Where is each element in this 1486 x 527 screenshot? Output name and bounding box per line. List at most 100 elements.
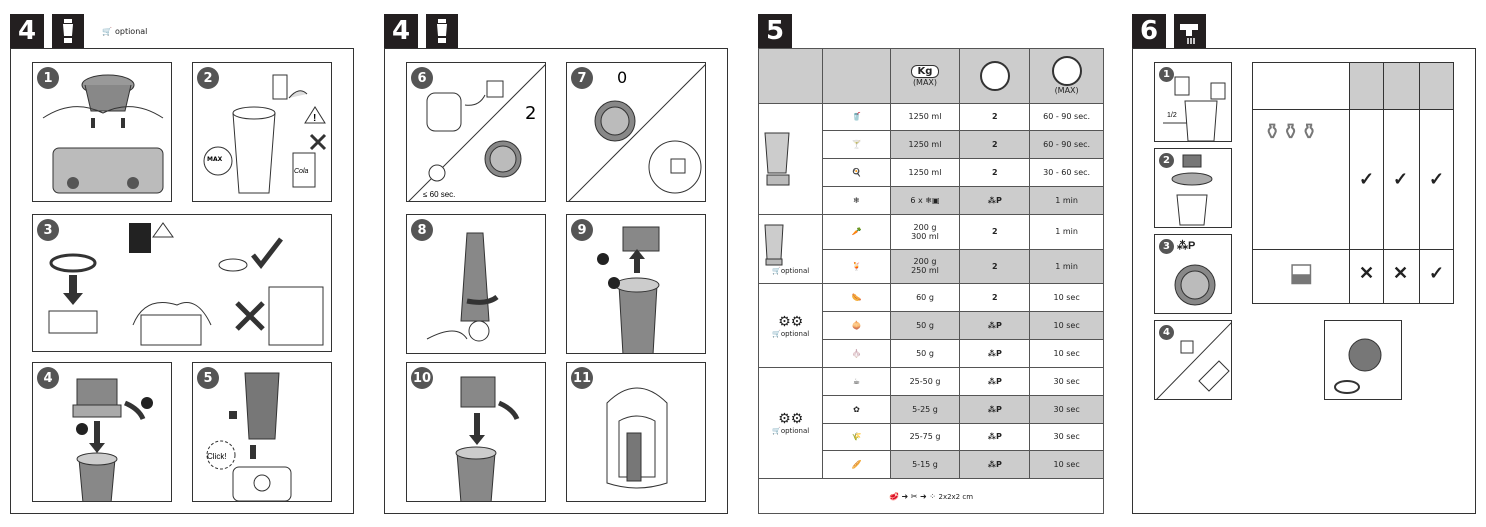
table-row: 🧅 50 g ⁂P 10 sec <box>759 311 1104 341</box>
tap-wash-icon <box>1350 63 1383 109</box>
grain-icon: 🌾 <box>822 422 891 452</box>
spice-icon: ✿ <box>822 394 891 424</box>
detach-blade-illustration <box>597 226 660 353</box>
fill-water-illustration: 1/2 <box>1163 76 1226 141</box>
clock-icon <box>1051 56 1082 87</box>
svg-text:1/2: 1/2 <box>1167 112 1177 119</box>
lock-bottle-illustration: Click! <box>206 372 292 501</box>
step-number: 1 <box>1159 67 1174 82</box>
step-number: 1 <box>37 67 59 89</box>
clean-step-2: 2 <box>1154 148 1232 228</box>
table-row: 🌾 25-75 g ⁂P 30 sec <box>759 422 1104 452</box>
meat-icon: 🥩 <box>888 491 899 501</box>
table-footer-row: 🥩 ➜ ✂ ➜ ⁘ 2x2x2 cm <box>758 478 1104 514</box>
remove-bottle-illustration <box>426 232 499 342</box>
step-10: 10 <box>406 362 546 502</box>
cart-icon: 🛒 <box>772 329 781 338</box>
clean-step-1: 1 1/2 <box>1154 62 1232 142</box>
blender-icon <box>426 14 458 48</box>
step-7: 7 0 <box>566 62 706 202</box>
parts-icon: ⚱⚱⚱ <box>1263 119 1319 144</box>
cart-icon: 🛒 <box>772 427 781 436</box>
tap-check: ✓ <box>1359 169 1375 189</box>
clean-step-3: 3 ⁂P <box>1154 234 1232 314</box>
svg-text:!: ! <box>313 113 316 124</box>
step-number: 5 <box>197 367 219 389</box>
section-5-number: 5 <box>758 14 792 48</box>
cart-icon: 🛒 <box>102 27 112 36</box>
cubes-icon: ⁘ <box>929 491 936 501</box>
table-row: 🥖 5-15 g ⁂P 10 sec <box>759 450 1104 480</box>
step-number: 11 <box>571 367 593 389</box>
bottle-optional-cell: 🛒optional <box>757 213 824 285</box>
step-number: 7 <box>571 67 593 89</box>
pulse-icon: ⁂ <box>987 376 996 386</box>
unplug-clean-illustration <box>1156 322 1231 399</box>
chopped-meat-icon: ✂ <box>910 491 918 501</box>
step-number: 4 <box>37 367 59 389</box>
seal-ring-illustration <box>48 222 324 346</box>
step-2: 2 MAX ! Cola <box>192 62 332 202</box>
onion-icon: 🧅 <box>822 311 891 341</box>
processing-table: Kg (MAX) (MAX) 🥤 1250 ml 2 60 - 90 sec. … <box>757 48 1104 514</box>
step-number: 3 <box>1159 239 1174 254</box>
speed-dial-icon <box>979 60 1010 91</box>
table-row: 🍸 1250 ml 2 60 - 90 sec. <box>759 130 1104 160</box>
pulse-icon: ⁂ <box>987 404 996 414</box>
motor-unit-icon: ⬓ <box>1289 257 1314 287</box>
cocktail-icon: 🍸 <box>822 130 891 160</box>
step-8: 8 <box>406 214 546 354</box>
table-row: 🍳 1250 ml 2 30 - 60 sec. <box>759 158 1104 187</box>
attach-blade-illustration <box>72 378 153 501</box>
dishwasher-table: ⚱⚱⚱ ⬓ ✓ ✓ ✓ ✕ ✕ ✓ <box>1252 62 1454 304</box>
pulse-icon: ⁂ <box>987 460 996 470</box>
chopper-optional-cell: ⚙⚙ 🛒optional <box>757 283 824 368</box>
step-number: 8 <box>411 219 433 241</box>
section-4-number: 4 <box>10 14 44 48</box>
tap-icon <box>1174 14 1206 48</box>
garlic-icon: 🧄 <box>822 339 891 368</box>
cloth-check: ✓ <box>1429 169 1445 189</box>
section-6-number: 6 <box>1132 14 1166 48</box>
step-number: 3 <box>37 219 59 241</box>
svg-text:2: 2 <box>525 103 536 124</box>
pulse-icon: ⁂ <box>987 432 996 442</box>
step-number: 9 <box>571 219 593 241</box>
blender-icon <box>52 14 84 48</box>
attach-lid-illustration <box>455 376 520 501</box>
pulse-label: ⁂P <box>1177 240 1196 252</box>
table-row: ⚙⚙ 🛒optional ☕ 25-50 g ⁂P 30 sec <box>757 366 1104 480</box>
blade-unit-illustration <box>42 74 164 194</box>
bread-icon: 🥖 <box>822 450 891 480</box>
pulse-icon: ⁂ <box>987 348 996 358</box>
carrot-icon: 🥕 <box>822 213 891 250</box>
cloth-check-motor: ✓ <box>1429 263 1445 283</box>
svg-text:MAX: MAX <box>207 156 223 163</box>
mill-icon: ⚙⚙ <box>778 411 804 428</box>
chopper-icon: ⚙⚙ <box>778 313 804 330</box>
step-number: 6 <box>411 67 433 89</box>
pulse-icon: ⁂ <box>987 195 996 205</box>
step-4: 4 <box>32 362 172 502</box>
step-number: 4 <box>1159 325 1174 340</box>
table-row: 🥤 1250 ml 2 60 - 90 sec. <box>757 102 1104 215</box>
table-row: ⚙⚙ 🛒optional 🌭 60 g 2 10 sec <box>757 283 1104 368</box>
mill-optional-cell: ⚙⚙ 🛒optional <box>757 366 824 480</box>
step-number: 2 <box>1159 153 1174 168</box>
step-number: 2 <box>197 67 219 89</box>
seal-clean-illustration <box>1324 320 1402 400</box>
bottle-icon <box>764 224 784 266</box>
pulse-icon: ⁂ <box>987 321 996 331</box>
svg-text:Cola: Cola <box>294 168 309 175</box>
svg-text:≤ 60 sec.: ≤ 60 sec. <box>423 190 455 199</box>
bottle-fill-illustration: MAX ! Cola <box>203 74 327 194</box>
cart-icon: 🛒 <box>772 267 781 276</box>
tap-cross: ✕ <box>1359 263 1375 283</box>
table-header-row: Kg (MAX) (MAX) <box>757 48 1104 104</box>
clean-step-4: 4 <box>1154 320 1232 400</box>
step-6: 6 2 ≤ 60 sec. <box>406 62 546 202</box>
section-4b-number: 4 <box>384 14 418 48</box>
backpack-illustration <box>606 387 668 489</box>
svg-text:Click!: Click! <box>207 452 227 461</box>
